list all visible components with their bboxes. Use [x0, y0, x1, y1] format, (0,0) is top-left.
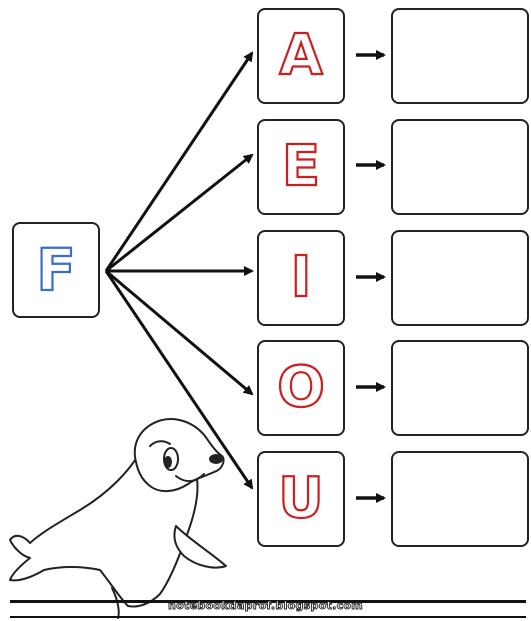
vowel-letter: I: [289, 245, 312, 310]
vowel-box-e: E: [257, 119, 345, 215]
bottom-rule-lower: [10, 616, 526, 618]
vowel-letter: A: [278, 23, 324, 88]
answer-box-o[interactable]: [391, 340, 529, 436]
vowel-letter: O: [276, 355, 326, 420]
source-letter-box: F: [12, 222, 100, 318]
answer-box-i[interactable]: [391, 230, 529, 326]
answer-box-e[interactable]: [391, 119, 529, 215]
vowel-letter: U: [277, 466, 325, 531]
vowel-letter: E: [281, 134, 321, 199]
arrow-to-A: [104, 51, 254, 272]
source-letter: F: [35, 236, 77, 304]
arrow-to-O: [105, 269, 254, 396]
vowel-box-a: A: [257, 8, 345, 104]
answer-box-a[interactable]: [391, 8, 529, 104]
arrow-to-U: [104, 270, 254, 490]
footer-credit: notebookdaprof.blogspot.com: [167, 599, 364, 613]
vowel-box-o: O: [257, 340, 345, 436]
vowel-box-u: U: [257, 451, 345, 547]
vowel-box-i: I: [257, 230, 345, 326]
answer-box-u[interactable]: [391, 451, 529, 547]
arrow-to-E: [105, 153, 254, 273]
bottom-rule-upper: [10, 600, 526, 603]
